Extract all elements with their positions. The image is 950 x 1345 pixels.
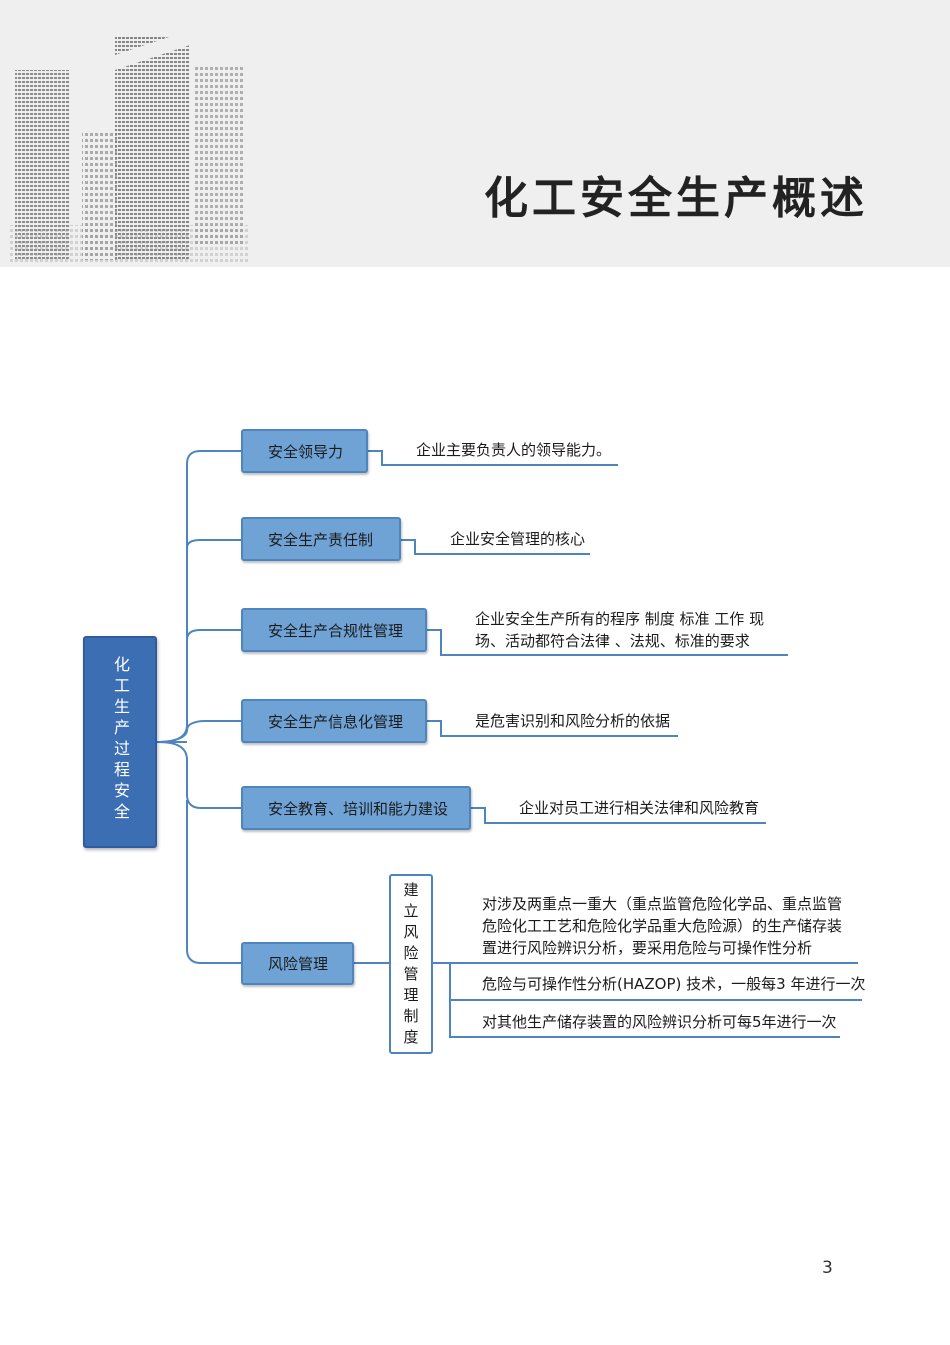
page-title: 化工安全生产概述 <box>484 173 868 224</box>
branch-leadership: 安全领导力 <box>241 429 368 473</box>
risk-item: 对其他生产储存装置的风险辨识分析可每5年进行一次 <box>482 1013 837 1031</box>
risk-item: 对涉及两重点一重大（重点监管危险化学品、重点监管 危险化工工艺和危险化学品重大危… <box>482 895 843 957</box>
risk-subnode: 建立风险管理制度 <box>389 874 433 1054</box>
branch-label: 安全生产信息化管理 <box>268 712 404 731</box>
branch-responsibility: 安全生产责任制 <box>241 517 401 561</box>
risk-item: 危险与可操作性分析(HAZOP) 技术，一般每3 年进行一次 <box>482 975 866 993</box>
branch-training: 安全教育、培训和能力建设 <box>241 786 471 830</box>
branch-description: 企业安全生产所有的程序 制度 标准 工作 现 场、活动都符合法律 、法规、标准的… <box>475 610 765 650</box>
branch-compliance: 安全生产合规性管理 <box>241 608 427 652</box>
branch-informatization: 安全生产信息化管理 <box>241 699 427 743</box>
city-skyline-graphic <box>10 30 250 265</box>
branch-label: 安全生产合规性管理 <box>268 621 404 640</box>
branch-description: 企业对员工进行相关法律和风险教育 <box>519 799 760 817</box>
branch-risk-management: 风险管理 <box>241 942 354 985</box>
branch-description: 企业安全管理的核心 <box>450 530 586 548</box>
branch-label: 风险管理 <box>268 955 329 973</box>
root-node: 化工生产过程安全 <box>83 636 157 848</box>
root-label: 化工生产过程安全 <box>111 656 130 824</box>
branch-description: 是危害识别和风险分析的依据 <box>475 712 671 730</box>
branch-label: 安全生产责任制 <box>268 530 374 549</box>
branch-label: 安全领导力 <box>268 442 344 461</box>
risk-subnode-label: 建立风险管理制度 <box>401 882 420 1050</box>
page-number: 3 <box>822 1258 833 1278</box>
branch-description: 企业主要负责人的领导能力。 <box>416 441 612 459</box>
branch-label: 安全教育、培训和能力建设 <box>268 799 449 818</box>
header-band: 化工安全生产概述 <box>0 0 950 267</box>
